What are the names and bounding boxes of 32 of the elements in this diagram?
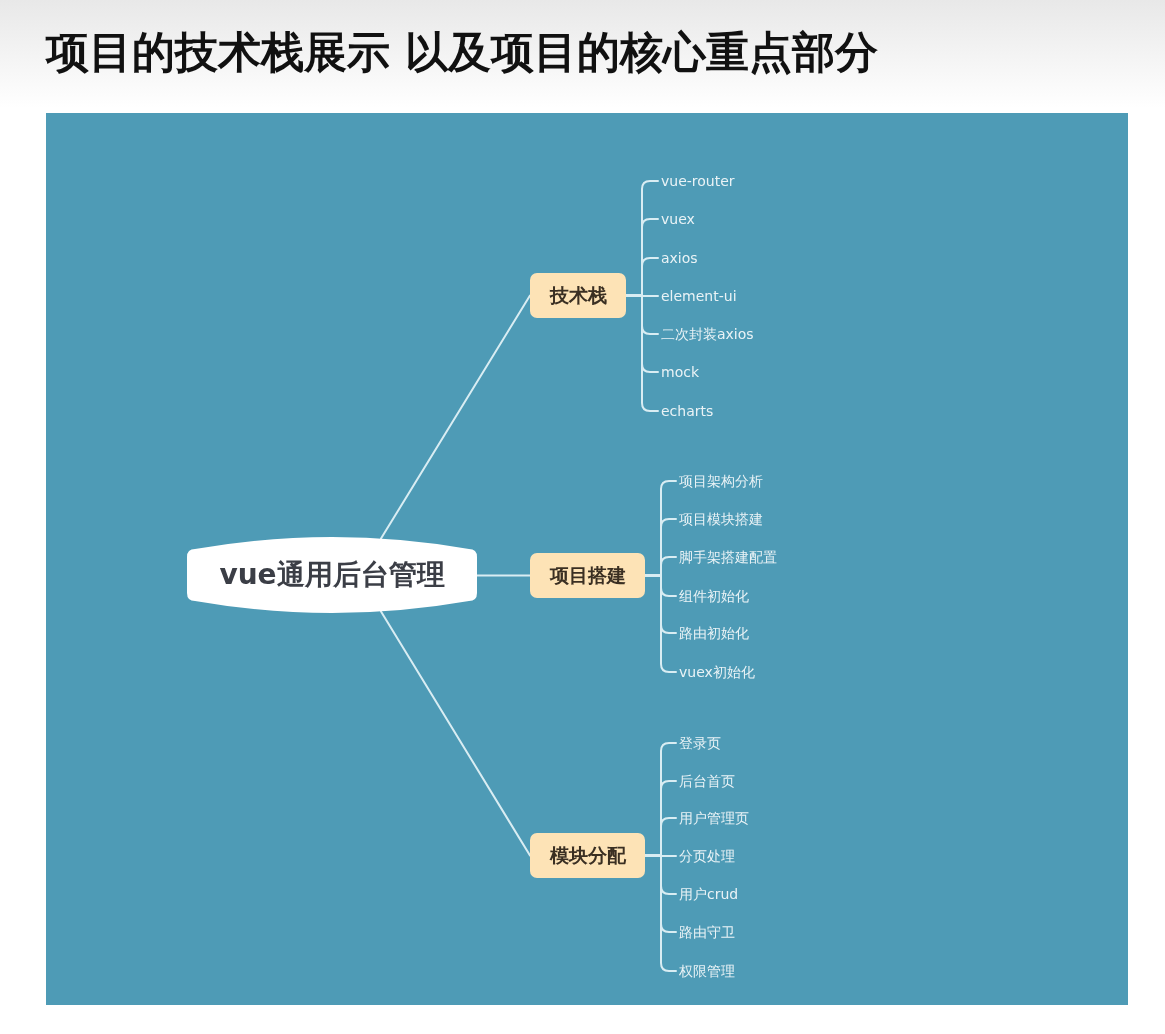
branch-topic-box (530, 553, 645, 598)
subtopic-label: mock (658, 361, 699, 383)
subtopic-label: 脚手架搭建配置 (676, 546, 777, 568)
subtopic-label: 后台首页 (676, 770, 735, 792)
subtopic-label: vue-router (658, 170, 735, 192)
branch-topic-label: 模块分配 (549, 842, 626, 868)
subtopic-label: 分页处理 (676, 845, 735, 867)
subtopic-label: axios (658, 247, 698, 269)
page-title: 项目的技术栈展示 以及项目的核心重点部分 (46, 27, 878, 77)
branch-topic-label: 技术栈 (549, 282, 607, 308)
branch-topic-label: 项目搭建 (549, 562, 626, 588)
subtopic-label: vuex初始化 (676, 661, 755, 683)
subtopic-label: 路由守卫 (676, 921, 735, 943)
topic-title: vue通用后台管理 (219, 557, 445, 593)
subtopic-label: vuex (658, 208, 695, 230)
subtopic-label: 项目模块搭建 (676, 508, 763, 530)
subtopic-label: echarts (658, 400, 714, 422)
branch-topic-box (530, 273, 626, 318)
connector-line (380, 294, 531, 540)
subtopic-label: 项目架构分析 (676, 470, 763, 492)
branch-topic-box (530, 833, 645, 878)
subtopic-label: element-ui (658, 285, 737, 307)
root-topic-shape (187, 537, 477, 613)
subtopic-label: 用户crud (676, 883, 739, 905)
subtopic-label: 用户管理页 (676, 807, 749, 829)
connector-line (380, 610, 531, 857)
subtopic-label: 二次封装axios (658, 323, 754, 345)
connector-line (476, 574, 531, 577)
subtopic-label: 登录页 (676, 732, 721, 754)
subtopic-label: 组件初始化 (676, 585, 749, 607)
subtopic-label: 权限管理 (676, 960, 735, 982)
subtopic-label: 路由初始化 (676, 622, 749, 644)
